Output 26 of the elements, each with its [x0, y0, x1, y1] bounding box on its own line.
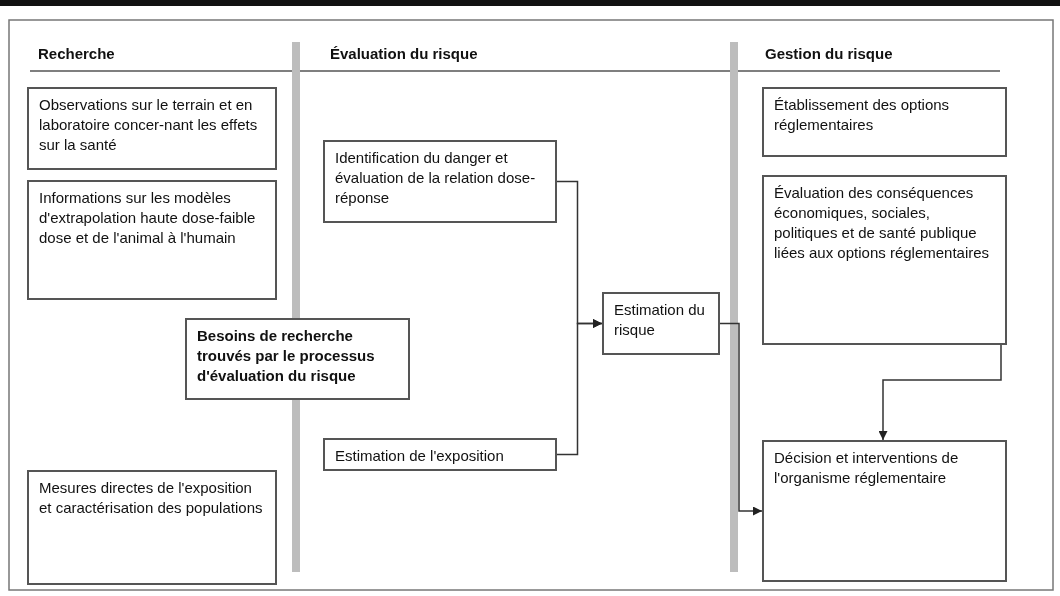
box-text: Évaluation des conséquences économiques, sociales, politiques et de santé publique liées aux options réglementaires — [774, 183, 991, 263]
arrow — [719, 322, 763, 516]
process-box — [27, 470, 277, 585]
box-text: Identification du danger et évaluation de la relation dose-réponse — [335, 148, 537, 208]
box-text: Décision et interventions de l'organisme réglementaire — [774, 448, 960, 488]
process-box — [762, 175, 1007, 345]
process-box — [27, 87, 277, 170]
box-text: Estimation du risque — [614, 300, 706, 340]
arrow — [878, 344, 1002, 441]
column-heading: Recherche — [38, 45, 115, 62]
arrow — [556, 319, 603, 456]
column-heading: Évaluation du risque — [330, 45, 478, 62]
process-box — [27, 180, 277, 300]
process-box — [323, 140, 557, 223]
process-box — [185, 318, 410, 400]
box-text: Besoins de recherche trouvés par le processus d'évaluation du risque — [197, 326, 376, 386]
box-text: Établissement des options réglementaires — [774, 95, 951, 135]
box-text: Estimation de l'exposition — [335, 446, 505, 466]
process-box — [762, 87, 1007, 157]
box-text: Observations sur le terrain et en laboratoire concer-nant les effets sur la santé — [39, 95, 259, 155]
box-text: Mesures directes de l'exposition et caractérisation des populations — [39, 478, 264, 518]
column-heading: Gestion du risque — [765, 45, 893, 62]
box-text: Informations sur les modèles d'extrapolation haute dose-faible dose et de l'animal à l'humain — [39, 188, 257, 248]
process-box — [323, 438, 557, 471]
process-box — [602, 292, 720, 355]
process-box — [762, 440, 1007, 582]
